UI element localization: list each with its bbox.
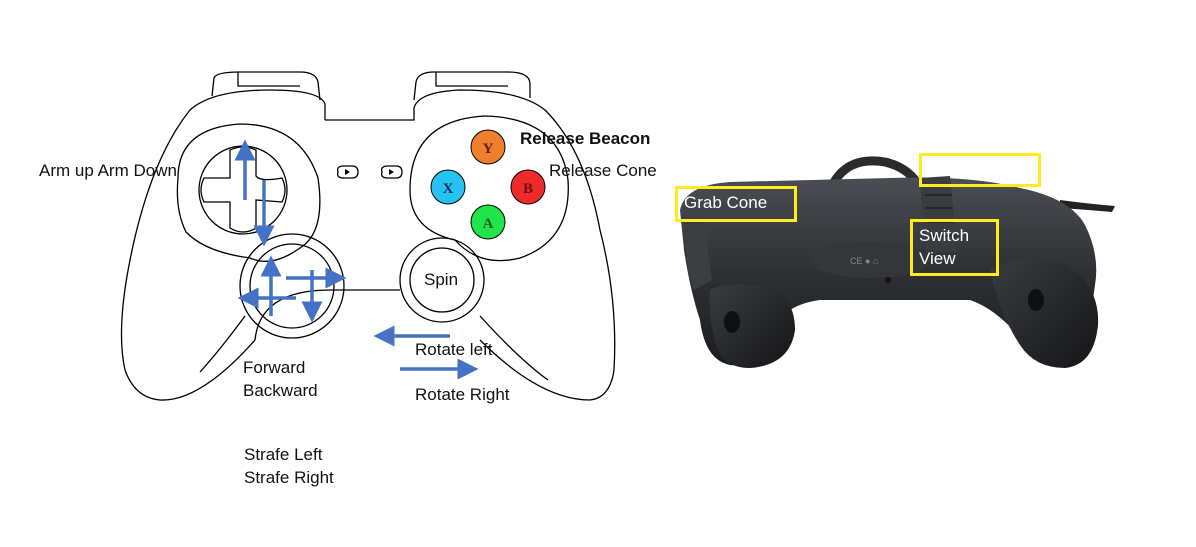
gamepad-photo: CE ● ⌂ — [680, 156, 1115, 368]
strafe-right-label: Strafe Right — [244, 468, 334, 487]
b-button — [510, 169, 546, 205]
right-stick — [409, 247, 475, 313]
left-bumper — [211, 71, 321, 101]
left-bumper-inner — [237, 72, 300, 87]
y-button-letter: Y — [483, 141, 494, 157]
spin-label: Spin — [424, 270, 459, 289]
switch-view-label-line1: Switch — [919, 226, 970, 245]
grab-cone-callout: Grab Cone — [675, 186, 797, 222]
back-button — [336, 165, 359, 179]
backward-label: Backward — [243, 381, 318, 400]
x-button-letter: X — [443, 181, 454, 197]
dpad-cross — [200, 146, 286, 233]
right-grip — [990, 258, 1099, 368]
start-button — [380, 165, 403, 179]
left-stick — [249, 243, 335, 329]
right-stick-outer — [399, 237, 485, 323]
b-button-letter: B — [523, 181, 533, 197]
a-button — [470, 204, 506, 240]
y-button — [470, 129, 506, 165]
dpad-ring — [198, 145, 288, 235]
x-button — [430, 169, 466, 205]
release-cone-label: Release Cone — [549, 161, 657, 180]
left-stick-outer — [239, 233, 345, 339]
strafe-left-label: Strafe Left — [244, 445, 323, 464]
switch-view-callout: Switch View — [910, 219, 999, 276]
drop-cone-label: Drop Cone — [928, 160, 1011, 179]
face-buttons: Y X B A — [430, 129, 546, 240]
face-button-housing — [409, 115, 569, 262]
forward-label: Forward — [243, 358, 306, 377]
right-bumper-inner — [435, 72, 508, 87]
left-grip — [709, 284, 795, 368]
gamepad-body — [120, 89, 616, 401]
rotate-left-label: Rotate left — [415, 340, 493, 359]
left-trigger — [684, 220, 712, 290]
right-bumper — [413, 71, 531, 101]
a-button-letter: A — [483, 216, 494, 232]
dpad-housing — [176, 123, 321, 262]
gamepad-outline-drawing: Y X B A — [120, 71, 616, 401]
release-beacon-label: Release Beacon — [520, 129, 651, 148]
arm-label: Arm up Arm Down — [39, 161, 177, 180]
switch-view-label-line2: View — [919, 249, 956, 268]
drop-cone-callout: Drop Cone — [919, 153, 1041, 187]
cable — [1060, 200, 1115, 212]
rotate-right-label: Rotate Right — [415, 385, 510, 404]
grab-cone-label: Grab Cone — [684, 193, 768, 212]
svg-text:CE ● ⌂: CE ● ⌂ — [850, 256, 878, 266]
